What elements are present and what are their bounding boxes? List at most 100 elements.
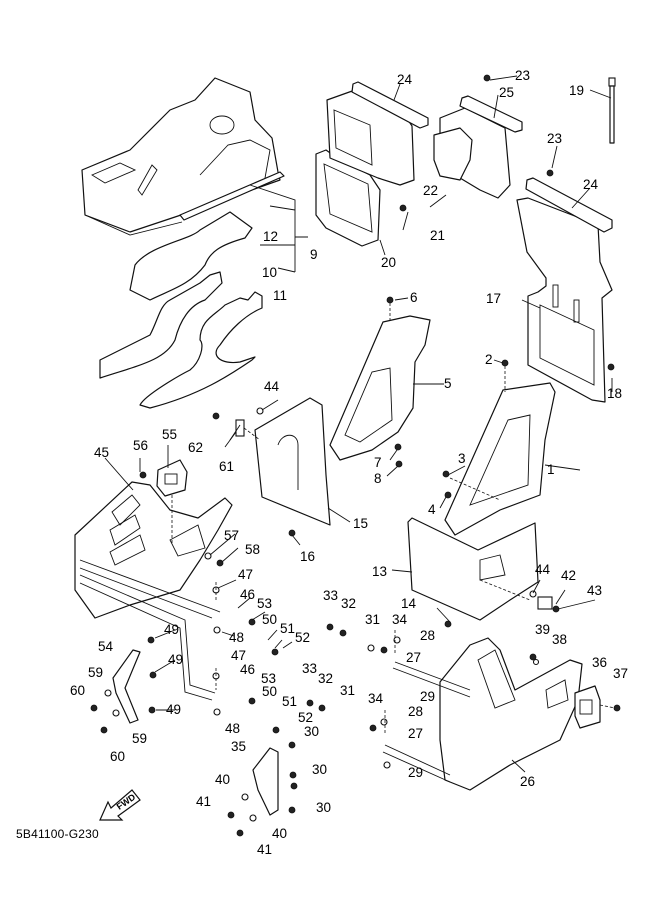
callout-32a: 32 — [341, 596, 357, 611]
callout-43: 43 — [587, 583, 603, 598]
callout-37: 37 — [613, 666, 629, 681]
callout-18: 18 — [607, 386, 623, 401]
callout-34b: 34 — [368, 691, 384, 706]
callout-49b: 49 — [168, 652, 184, 667]
callout-51b: 51 — [282, 694, 298, 709]
callout-60b: 60 — [110, 749, 126, 764]
callout-30c: 30 — [316, 800, 332, 815]
frame-tube-right-upper — [392, 661, 471, 698]
callout-33b: 33 — [302, 661, 318, 676]
callout-60a: 60 — [70, 683, 86, 698]
callout-1: 1 — [547, 462, 555, 477]
callout-leaders — [139, 75, 596, 711]
callout-22: 22 — [423, 183, 439, 198]
callout-50b: 50 — [262, 684, 278, 699]
callout-14: 14 — [401, 596, 417, 611]
part-54-bracket — [112, 649, 141, 724]
part-11-pad — [139, 291, 263, 409]
callout-31b: 31 — [340, 683, 356, 698]
callout-49c: 49 — [166, 702, 182, 717]
part-17-bracket — [516, 197, 613, 403]
callout-45: 45 — [94, 445, 110, 460]
callout-20: 20 — [381, 255, 397, 270]
callout-54: 54 — [98, 639, 114, 654]
callout-10: 10 — [262, 265, 278, 280]
callout-30b: 30 — [312, 762, 328, 777]
callout-33a: 33 — [323, 588, 339, 603]
callout-2: 2 — [485, 352, 493, 367]
callout-61: 61 — [219, 459, 235, 474]
part-1-panel — [444, 382, 556, 536]
part-24-strip-left — [351, 81, 429, 129]
callout-48b: 48 — [225, 721, 241, 736]
callout-47b: 47 — [231, 648, 247, 663]
callout-19: 19 — [569, 83, 585, 98]
callout-40b: 40 — [272, 826, 288, 841]
part-26-guard — [439, 637, 583, 791]
callout-59a: 59 — [88, 665, 104, 680]
callout-59b: 59 — [132, 731, 148, 746]
callout-3: 3 — [458, 451, 466, 466]
part-19-cable-tie — [608, 77, 616, 144]
hardware — [90, 74, 621, 837]
part-45-guard — [74, 481, 233, 619]
callout-11: 11 — [273, 288, 288, 303]
callout-39: 39 — [535, 622, 551, 637]
callout-24a: 24 — [397, 72, 413, 87]
callout-24b: 24 — [583, 177, 599, 192]
callout-28b: 28 — [408, 704, 424, 719]
callout-40a: 40 — [215, 772, 231, 787]
callout-44a: 44 — [264, 379, 280, 394]
callout-4: 4 — [428, 502, 436, 517]
callout-12: 12 — [263, 229, 279, 244]
callout-31a: 31 — [365, 612, 381, 627]
callout-5: 5 — [444, 376, 452, 391]
fwd-direction-marker: FWD — [98, 782, 144, 831]
callout-34a: 34 — [392, 612, 408, 627]
callout-46a: 46 — [240, 587, 256, 602]
callout-32b: 32 — [318, 671, 334, 686]
callout-13: 13 — [372, 564, 388, 579]
frame-tube-right-lower — [382, 744, 451, 783]
callout-21: 21 — [430, 228, 446, 243]
callout-23a: 23 — [515, 68, 531, 83]
frame-tube-upper — [79, 559, 221, 619]
callout-9: 9 — [310, 247, 318, 262]
part-12-pad — [129, 211, 253, 301]
part-cover-top — [81, 77, 285, 236]
callout-53b: 53 — [261, 671, 277, 686]
callout-62: 62 — [188, 440, 204, 455]
callout-55: 55 — [162, 427, 178, 442]
callout-41a: 41 — [196, 794, 212, 809]
part-13-plate — [407, 517, 539, 621]
callout-35: 35 — [231, 739, 247, 754]
part-10-pad — [99, 271, 223, 379]
callout-25: 25 — [499, 85, 515, 100]
fwd-arrow-icon: FWD — [99, 789, 141, 821]
callout-47a: 47 — [238, 567, 254, 582]
callout-57: 57 — [224, 528, 240, 543]
callout-23b: 23 — [547, 131, 563, 146]
callout-7: 7 — [374, 455, 382, 470]
callout-26: 26 — [520, 774, 536, 789]
callout-36: 36 — [592, 655, 608, 670]
callout-48a: 48 — [229, 630, 245, 645]
callout-42: 42 — [561, 568, 577, 583]
callout-44b: 44 — [535, 562, 551, 577]
assembly-lines — [171, 303, 616, 735]
part-5-panel — [329, 315, 431, 461]
callout-28a: 28 — [420, 628, 436, 643]
callout-53a: 53 — [257, 596, 273, 611]
callout-29b: 29 — [408, 765, 424, 780]
part-55-connector — [156, 459, 188, 497]
frame-tube-lower — [79, 574, 216, 701]
part-35-bracket — [252, 747, 279, 816]
callout-41b: 41 — [257, 842, 273, 857]
part-24-strip-right — [525, 177, 613, 233]
callout-30a: 30 — [304, 724, 320, 739]
part-15-plate — [254, 397, 331, 526]
part-36-connector — [574, 685, 601, 729]
callout-6: 6 — [410, 290, 418, 305]
callout-49a: 49 — [164, 622, 180, 637]
